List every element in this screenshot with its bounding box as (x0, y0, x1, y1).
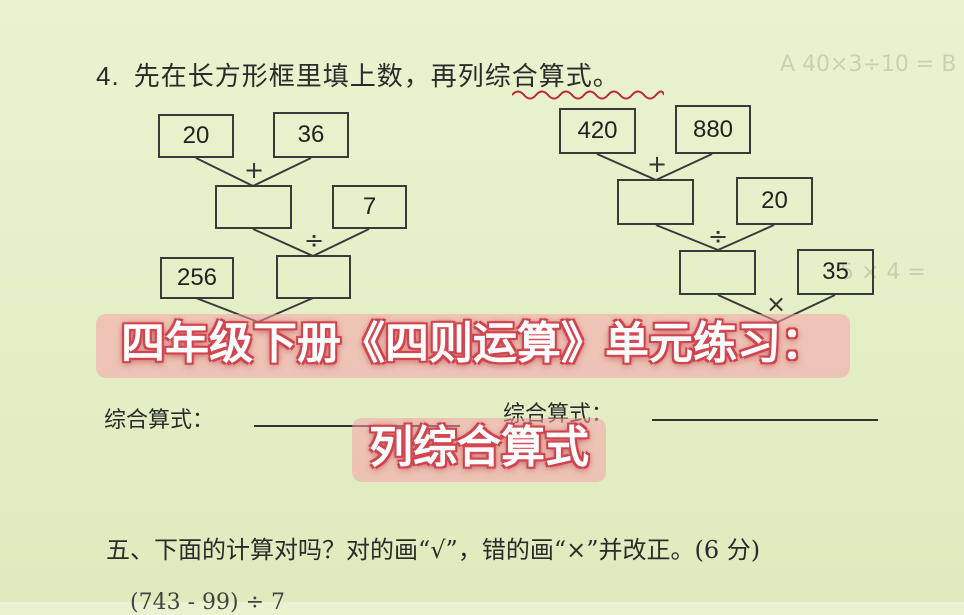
question-text: 先在长方形框里填上数，再列综合算式。 (133, 62, 620, 92)
overlay-title-line2: 列综合算式 (369, 422, 589, 473)
overlay-highlight-1 (96, 314, 850, 378)
left-box-top-left[interactable]: 20 (158, 114, 234, 158)
left-op-divide: ÷ (304, 226, 325, 254)
left-op-plus: + (244, 156, 265, 184)
overlay-highlight-2 (352, 418, 606, 482)
tree-connectors (195, 153, 836, 323)
cut-off-expression: (743 - 99) ÷ 7 (130, 590, 285, 615)
right-op-divide: ÷ (708, 222, 729, 250)
question-number: 4. (96, 61, 120, 91)
right-expression-blank[interactable] (652, 419, 878, 421)
background-bleed-text: A 40×3÷10 = B (780, 52, 957, 77)
right-op-plus: + (647, 150, 668, 178)
right-box-sum[interactable] (617, 179, 694, 225)
wavy-underline (512, 90, 664, 100)
background-bleed-text: 5 × 4 = (840, 260, 926, 285)
section-five-heading: 五、下面的计算对吗？对的画“√”，错的画“×”并改正。(6 分) (106, 536, 761, 564)
right-box-top-right[interactable]: 880 (675, 105, 751, 154)
left-box-divisor[interactable]: 7 (332, 185, 407, 229)
left-box-top-right[interactable]: 36 (273, 112, 349, 158)
left-box-quotient[interactable] (276, 255, 351, 299)
left-box-sum[interactable] (215, 185, 292, 229)
right-op-multiply: × (766, 290, 787, 318)
left-expression-label: 综合算式： (104, 408, 215, 433)
left-box-minuend[interactable]: 256 (160, 257, 234, 299)
right-box-multiplier[interactable]: 35 (797, 249, 874, 295)
right-box-quotient[interactable] (679, 250, 756, 295)
right-box-top-left[interactable]: 420 (559, 108, 636, 154)
overlay-title-line1: 四年级下册《四则运算》单元练习： (121, 318, 825, 369)
right-box-divisor[interactable]: 20 (736, 177, 813, 225)
question-title: 4. 先在长方形框里填上数，再列综合算式。 (96, 56, 620, 93)
